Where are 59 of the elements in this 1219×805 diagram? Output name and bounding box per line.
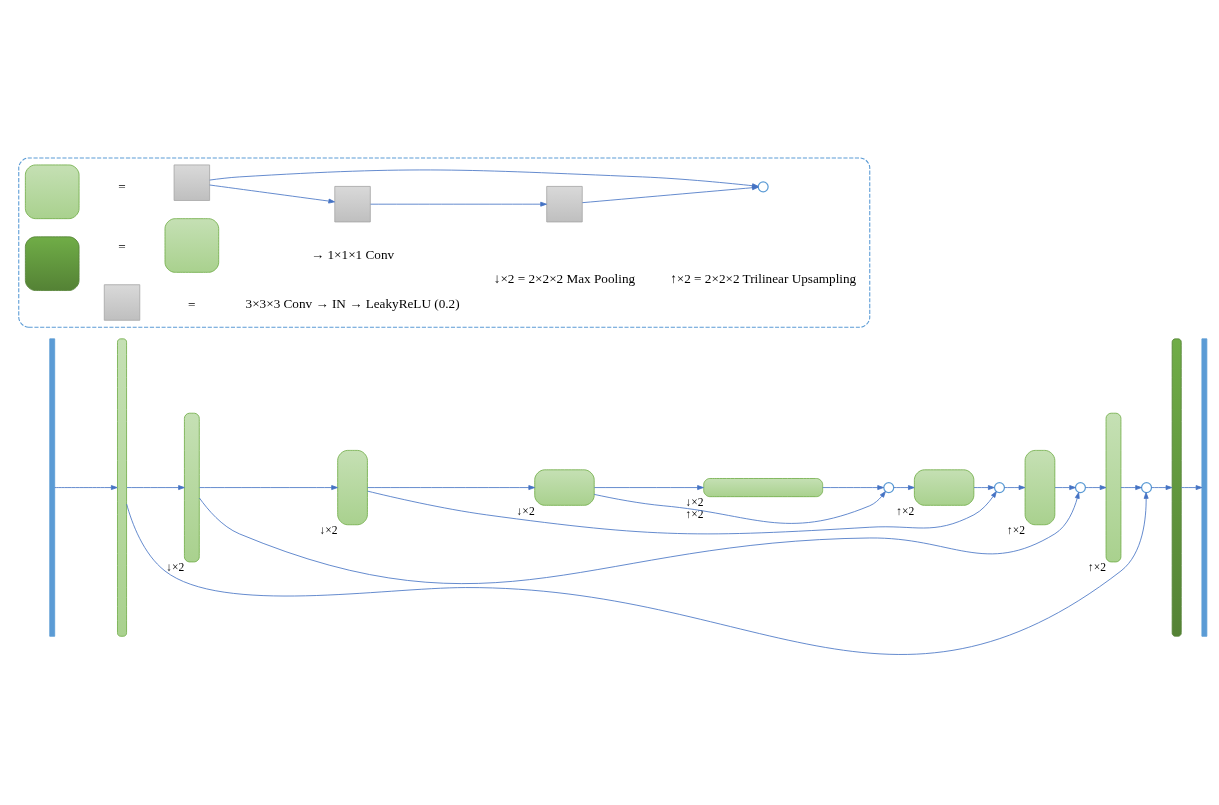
arrow xyxy=(367,484,536,490)
arrow xyxy=(367,490,997,534)
arrow xyxy=(593,484,704,490)
arrow xyxy=(126,491,1149,655)
arrow xyxy=(973,484,995,490)
arrow xyxy=(209,184,335,203)
node-circle xyxy=(1140,481,1153,493)
arrow xyxy=(199,484,338,490)
node-box xyxy=(1171,337,1182,637)
arrow xyxy=(1085,484,1107,490)
node-box xyxy=(164,217,220,273)
node-box xyxy=(117,337,127,637)
arrow xyxy=(54,484,118,490)
arrow xyxy=(1054,484,1076,490)
cluster xyxy=(18,156,871,328)
node-label: ↓×2 xyxy=(166,560,185,574)
arrow xyxy=(126,484,185,490)
arrow xyxy=(1151,484,1173,490)
node-label: ↓×2 xyxy=(319,523,338,537)
label: ↓×2 = 2×2×2 Max Pooling xyxy=(493,270,636,286)
arrow xyxy=(822,484,884,490)
arrow xyxy=(1120,484,1142,490)
label: 3×3×3 Conv → IN → LeakyReLU (0.2) xyxy=(245,295,460,311)
node-label: ↑×2 xyxy=(685,507,704,521)
node-box xyxy=(534,468,595,506)
node-box xyxy=(334,185,371,222)
label: = xyxy=(118,178,126,194)
arrow xyxy=(1180,484,1203,490)
arrow xyxy=(199,491,1080,584)
node-box xyxy=(24,164,80,219)
node-label: ↑×2 xyxy=(896,504,915,518)
node-circle xyxy=(883,481,895,493)
label: = xyxy=(188,296,196,312)
node-box xyxy=(24,235,80,291)
node-box xyxy=(173,164,211,201)
node-label: ↓×2 xyxy=(685,495,704,509)
node-circle xyxy=(993,481,1006,493)
node-label: ↑×2 xyxy=(1006,523,1026,537)
node-box xyxy=(337,449,368,525)
arrow xyxy=(1004,484,1026,490)
node-box xyxy=(184,412,200,562)
node-box xyxy=(1024,449,1056,525)
node-circle xyxy=(757,180,769,192)
label: → 1×1×1 Conv xyxy=(310,246,395,262)
arrow xyxy=(370,201,547,207)
arrow xyxy=(893,484,915,490)
node-label: ↓×2 xyxy=(516,504,535,518)
node-box xyxy=(703,477,824,497)
node-bar xyxy=(1201,337,1208,637)
node-bar xyxy=(49,337,56,637)
node-box xyxy=(546,185,583,222)
node-circle xyxy=(1074,481,1086,493)
node-box xyxy=(913,468,975,506)
node-box xyxy=(103,283,141,321)
arrow xyxy=(593,490,886,524)
label: ↑×2 = 2×2×2 Trilinear Upsampling xyxy=(670,270,857,286)
node-label: ↑×2 xyxy=(1087,560,1106,574)
label: = xyxy=(118,238,126,254)
node-box xyxy=(1105,412,1122,562)
